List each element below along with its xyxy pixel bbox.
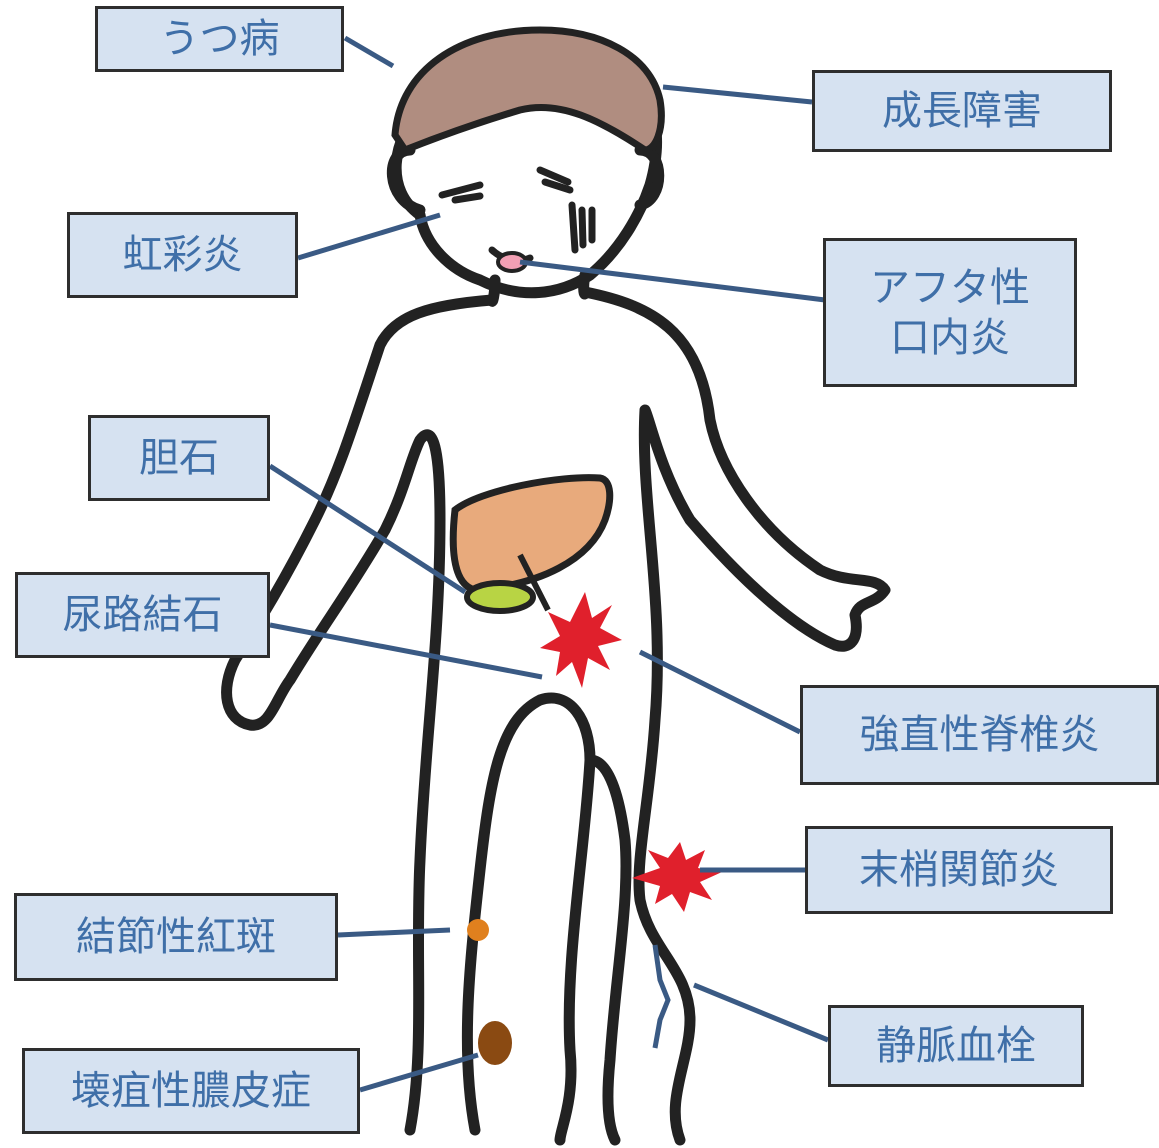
gallbladder [467,583,533,611]
label-pyoderma-text: 壊疽性膿皮症 [71,1066,311,1116]
leader-aphthous [520,262,825,300]
leader-depression [345,38,393,66]
label-depression-text: うつ病 [160,14,280,64]
label-erythema-nodosum: 結節性紅斑 [14,893,338,981]
label-urolith-text: 尿路結石 [63,590,223,640]
leader-thrombosis [694,985,828,1040]
label-peripheral-arthritis: 末梢関節炎 [805,826,1113,914]
erythema-spot [467,919,489,941]
label-gallstone-text: 胆石 [139,433,219,483]
face [442,170,592,260]
label-growth-text: 成長障害 [882,86,1042,136]
label-gallstone: 胆石 [88,415,270,501]
label-depression: うつ病 [95,6,344,72]
label-aphthous-stomatitis: アフタ性 口内炎 [823,238,1077,387]
leader-erythema [338,930,450,935]
label-ankylosing-spondylitis: 強直性脊椎炎 [800,685,1159,785]
label-arthritis-text: 末梢関節炎 [859,845,1059,895]
label-growth-disorder: 成長障害 [812,70,1112,152]
label-aphthous-line2: 口内炎 [890,313,1010,363]
leader-iritis [298,215,440,258]
label-urolithiasis: 尿路結石 [15,572,270,658]
label-iritis: 虹彩炎 [67,212,298,298]
label-erythema-text: 結節性紅斑 [76,912,276,962]
label-pyoderma-gangrenosum: 壊疽性膿皮症 [22,1048,360,1134]
label-thrombosis-text: 静脈血栓 [876,1021,1036,1071]
pyoderma-spot [478,1021,512,1065]
label-aphthous-line1: アフタ性 [870,263,1030,313]
label-iritis-text: 虹彩炎 [123,230,243,280]
label-spondylitis-text: 強直性脊椎炎 [860,710,1100,760]
leader-spondylitis [640,652,800,732]
spine-inflammation-burst [540,592,622,688]
leader-growth [663,87,812,102]
label-venous-thrombosis: 静脈血栓 [828,1005,1084,1087]
hair [395,30,661,150]
